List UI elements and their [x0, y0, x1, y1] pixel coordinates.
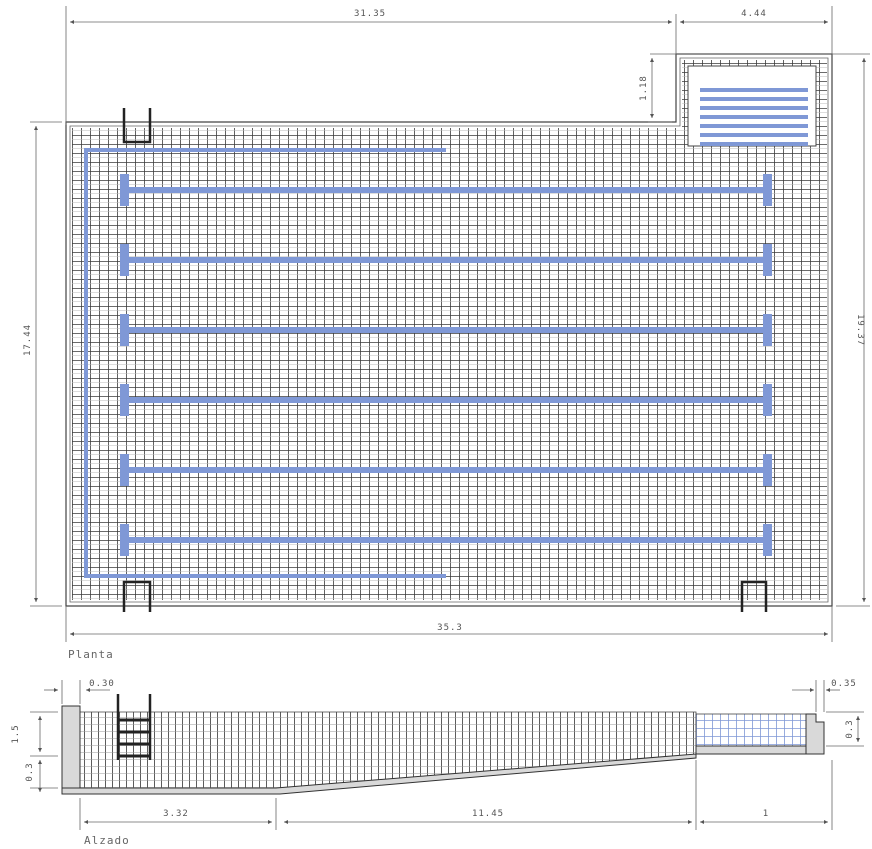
lane-line	[120, 384, 772, 416]
ladder-bottom-right	[740, 580, 768, 612]
dim-top-side: 4.44	[741, 9, 767, 19]
elev-dim-top-left: 0.30	[89, 679, 115, 689]
wall-right	[805, 713, 825, 755]
dim-notch: 1.18	[639, 75, 649, 101]
lane-lines	[120, 174, 772, 556]
ladder-bottom-left	[122, 580, 152, 612]
edge-line-left	[84, 148, 88, 578]
dim-top-main: 31.35	[354, 9, 386, 19]
edge-line-top	[84, 148, 446, 152]
edge-line-bottom	[84, 574, 446, 578]
elevation-caption: Alzado	[84, 834, 130, 847]
wall-left	[61, 705, 81, 789]
plan-view: 31.35 4.44 1.18 17.44 19.37 35.3 Planta	[23, 6, 870, 661]
plan-dimensions	[30, 6, 870, 642]
lane-line	[120, 244, 772, 276]
dim-right-height: 19.37	[855, 314, 865, 346]
dim-left-height: 17.44	[23, 324, 33, 356]
plan-caption: Planta	[68, 648, 114, 661]
elevation-grid	[79, 711, 697, 789]
lane-line	[120, 524, 772, 556]
shallow-lines	[700, 88, 808, 146]
lane-line	[120, 174, 772, 206]
elevation-ladder	[116, 694, 152, 760]
dim-bottom-total: 35.3	[437, 623, 463, 633]
ladder-top-left	[122, 108, 152, 144]
lane-line	[120, 454, 772, 486]
tile-grid-main	[72, 128, 827, 600]
elevation-dimensions	[30, 680, 864, 830]
elev-dim-top-right: 0.35	[831, 679, 857, 689]
elev-dim-right-small: 0.3	[845, 719, 855, 738]
elev-dim-bottom-b: 11.45	[472, 809, 504, 819]
shallow-floor	[695, 745, 825, 755]
elev-dim-left-lower: 0.3	[25, 762, 35, 781]
lane-line	[120, 314, 772, 346]
elevation-shallow-grid	[695, 713, 807, 747]
elevation-view: 0.30 0.35 1.5 0.3 0.3 3.32 11.45 1 Alzad…	[11, 679, 864, 847]
elev-dim-left-upper: 1.5	[11, 724, 21, 743]
floor-slab	[61, 753, 697, 795]
elev-dim-bottom-c: 1	[763, 809, 769, 819]
elev-dim-bottom-a: 3.32	[163, 809, 189, 819]
pool-inner-outline	[69, 57, 829, 603]
